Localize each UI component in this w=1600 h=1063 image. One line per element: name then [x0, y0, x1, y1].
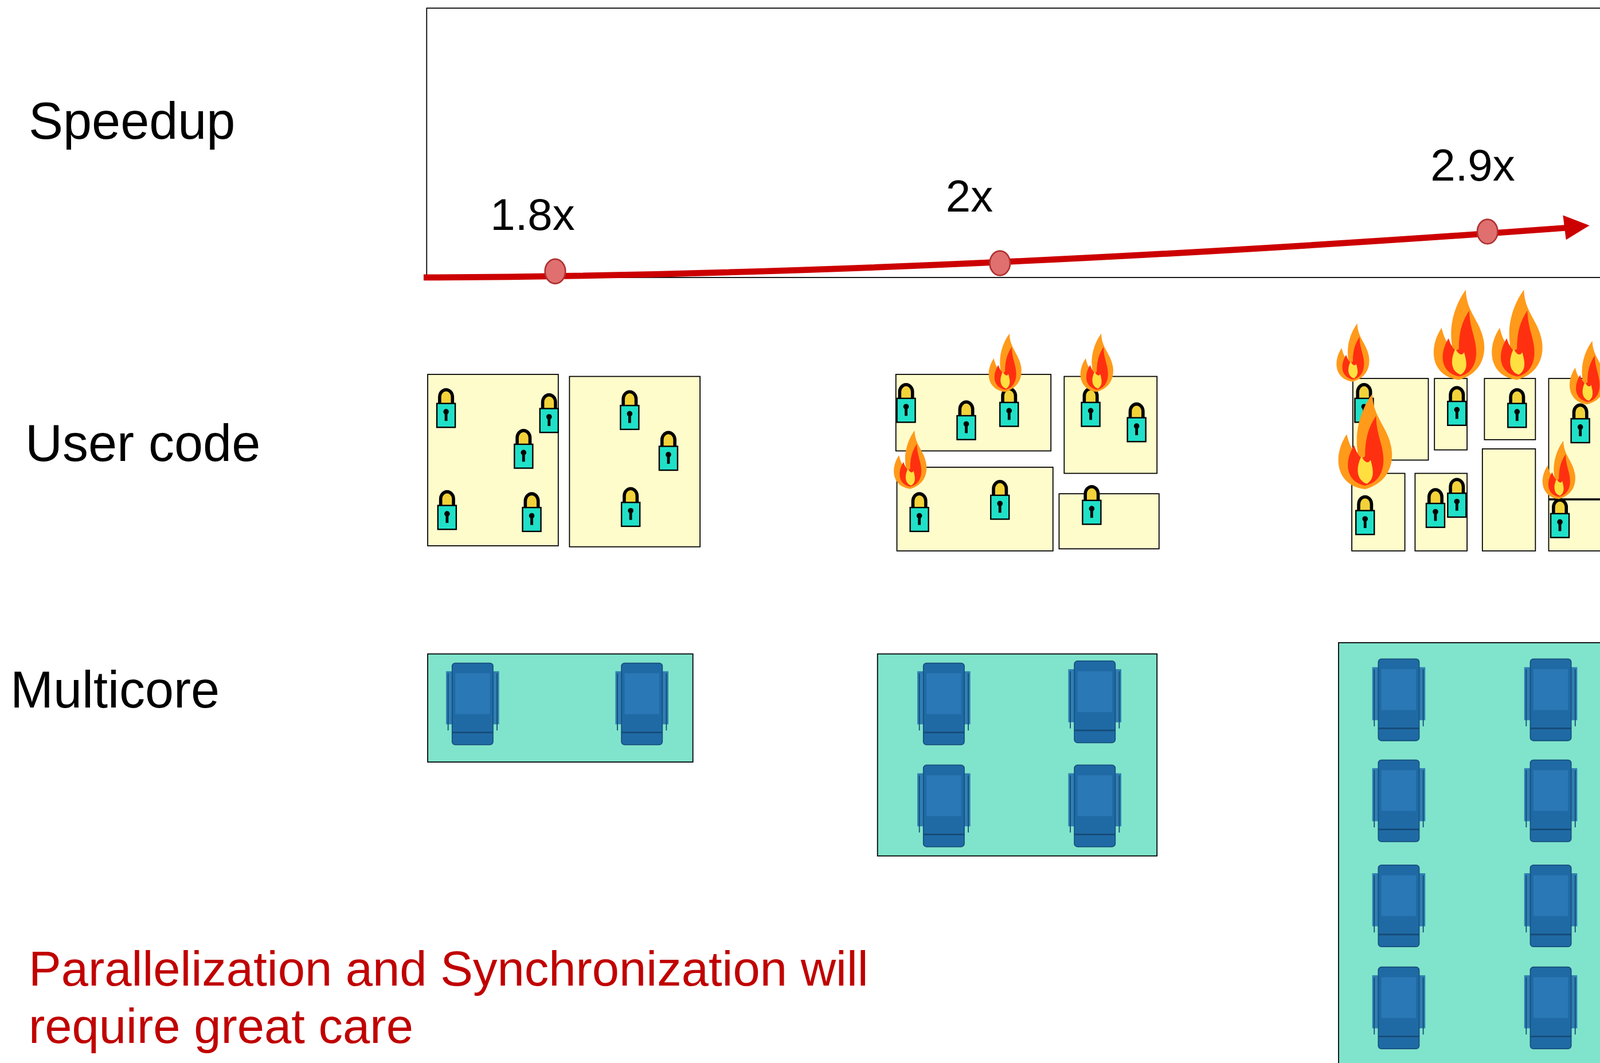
lock-icon — [957, 401, 976, 440]
fire-icon — [1080, 333, 1114, 393]
lock-icon — [897, 384, 916, 423]
fire-icon — [1569, 340, 1600, 405]
processor-core — [1524, 760, 1578, 842]
lock-icon — [659, 432, 678, 471]
lock-icon — [437, 491, 457, 530]
lock-icon — [436, 389, 456, 428]
lock-icon — [1426, 489, 1445, 528]
processor-core — [446, 663, 500, 745]
fire-icon — [1433, 289, 1485, 380]
processor-core — [1372, 967, 1426, 1049]
speedup-value: 2.9x — [1430, 139, 1515, 192]
processor-core — [1372, 658, 1426, 741]
processor-core — [1524, 967, 1578, 1049]
fire-icon — [1338, 393, 1393, 490]
lock-icon — [1507, 389, 1527, 428]
processor-core — [615, 663, 669, 745]
lock-icon — [999, 388, 1019, 427]
note-text: Parallelization and Synchronization will… — [28, 940, 975, 1055]
fire-icon — [988, 333, 1022, 393]
row-title: Multicore — [10, 660, 220, 721]
speedup-value: 2x — [945, 170, 993, 223]
fire-icon — [893, 430, 927, 490]
lock-icon — [514, 430, 533, 469]
processor-core — [1524, 865, 1578, 947]
lock-icon — [540, 394, 559, 433]
lock-icon — [1571, 404, 1590, 443]
lock-icon — [990, 481, 1009, 520]
processor-core — [917, 663, 971, 745]
lock-icon — [910, 493, 929, 532]
lock-icon — [1447, 479, 1466, 518]
lock-icon — [1081, 388, 1101, 427]
processor-core — [1524, 658, 1578, 741]
lock-icon — [1550, 499, 1570, 538]
row-title: User code — [25, 413, 261, 474]
lock-icon — [621, 488, 640, 527]
lock-icon — [522, 493, 542, 532]
lock-icon — [620, 391, 639, 430]
processor-core — [1068, 660, 1122, 743]
lock-icon — [1355, 497, 1375, 535]
processor-core — [917, 764, 971, 847]
processor-core — [1068, 764, 1122, 847]
fire-icon — [1491, 289, 1543, 380]
lock-icon — [1082, 486, 1101, 525]
speedup-value: 1.8x — [490, 189, 575, 241]
processor-core — [1372, 760, 1426, 842]
processor-core — [1372, 865, 1426, 947]
fire-icon — [1336, 323, 1369, 382]
axis-title: Speedup — [28, 91, 236, 152]
fire-icon — [1542, 440, 1576, 500]
lock-icon — [1447, 387, 1466, 426]
lock-icon — [1127, 404, 1146, 442]
